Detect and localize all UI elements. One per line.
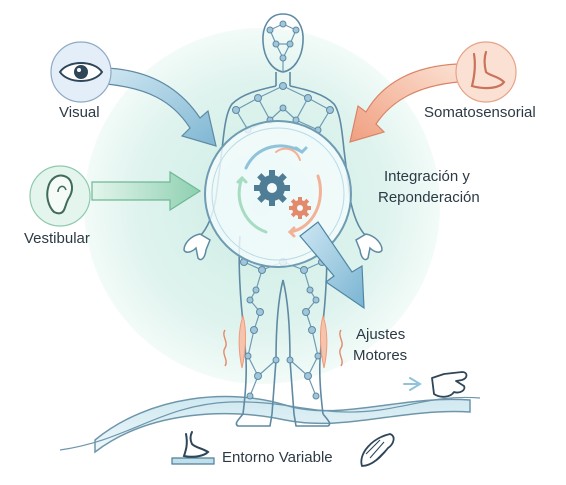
motor-output-arrow: [299, 221, 365, 310]
right-hand: [355, 233, 383, 261]
hand-icon: [403, 371, 468, 398]
label-vestibular: Vestibular: [24, 230, 90, 247]
muscle-icon: [360, 433, 395, 467]
leg-muscle-right: [320, 314, 343, 369]
foot-surface-icon: [171, 431, 215, 465]
label-integracion-line2: Reponderación: [378, 189, 480, 206]
gears-icon: [254, 170, 311, 219]
label-entorno-variable: Entorno Variable: [222, 449, 333, 466]
feedback-loop-arrows: [236, 144, 322, 238]
leg-muscle-left: [223, 314, 246, 369]
ear-icon: [29, 165, 91, 227]
label-somatosensorial: Somatosensorial: [424, 104, 536, 121]
label-ajustes-line1: Ajustes: [356, 326, 406, 343]
vestibular-arrow: [91, 170, 202, 212]
label-integracion-line1: Integración y: [384, 168, 470, 185]
left-hand: [183, 233, 211, 261]
label-visual: Visual: [59, 104, 100, 121]
visual-arrow: [105, 67, 217, 147]
eye-icon: [50, 41, 112, 103]
label-ajustes-line2: Motores: [353, 347, 408, 364]
ground-line: [59, 396, 481, 451]
integration-circle-inner: [211, 127, 345, 261]
somatosensorial-arrow: [349, 63, 459, 143]
foot-icon: [455, 41, 517, 103]
